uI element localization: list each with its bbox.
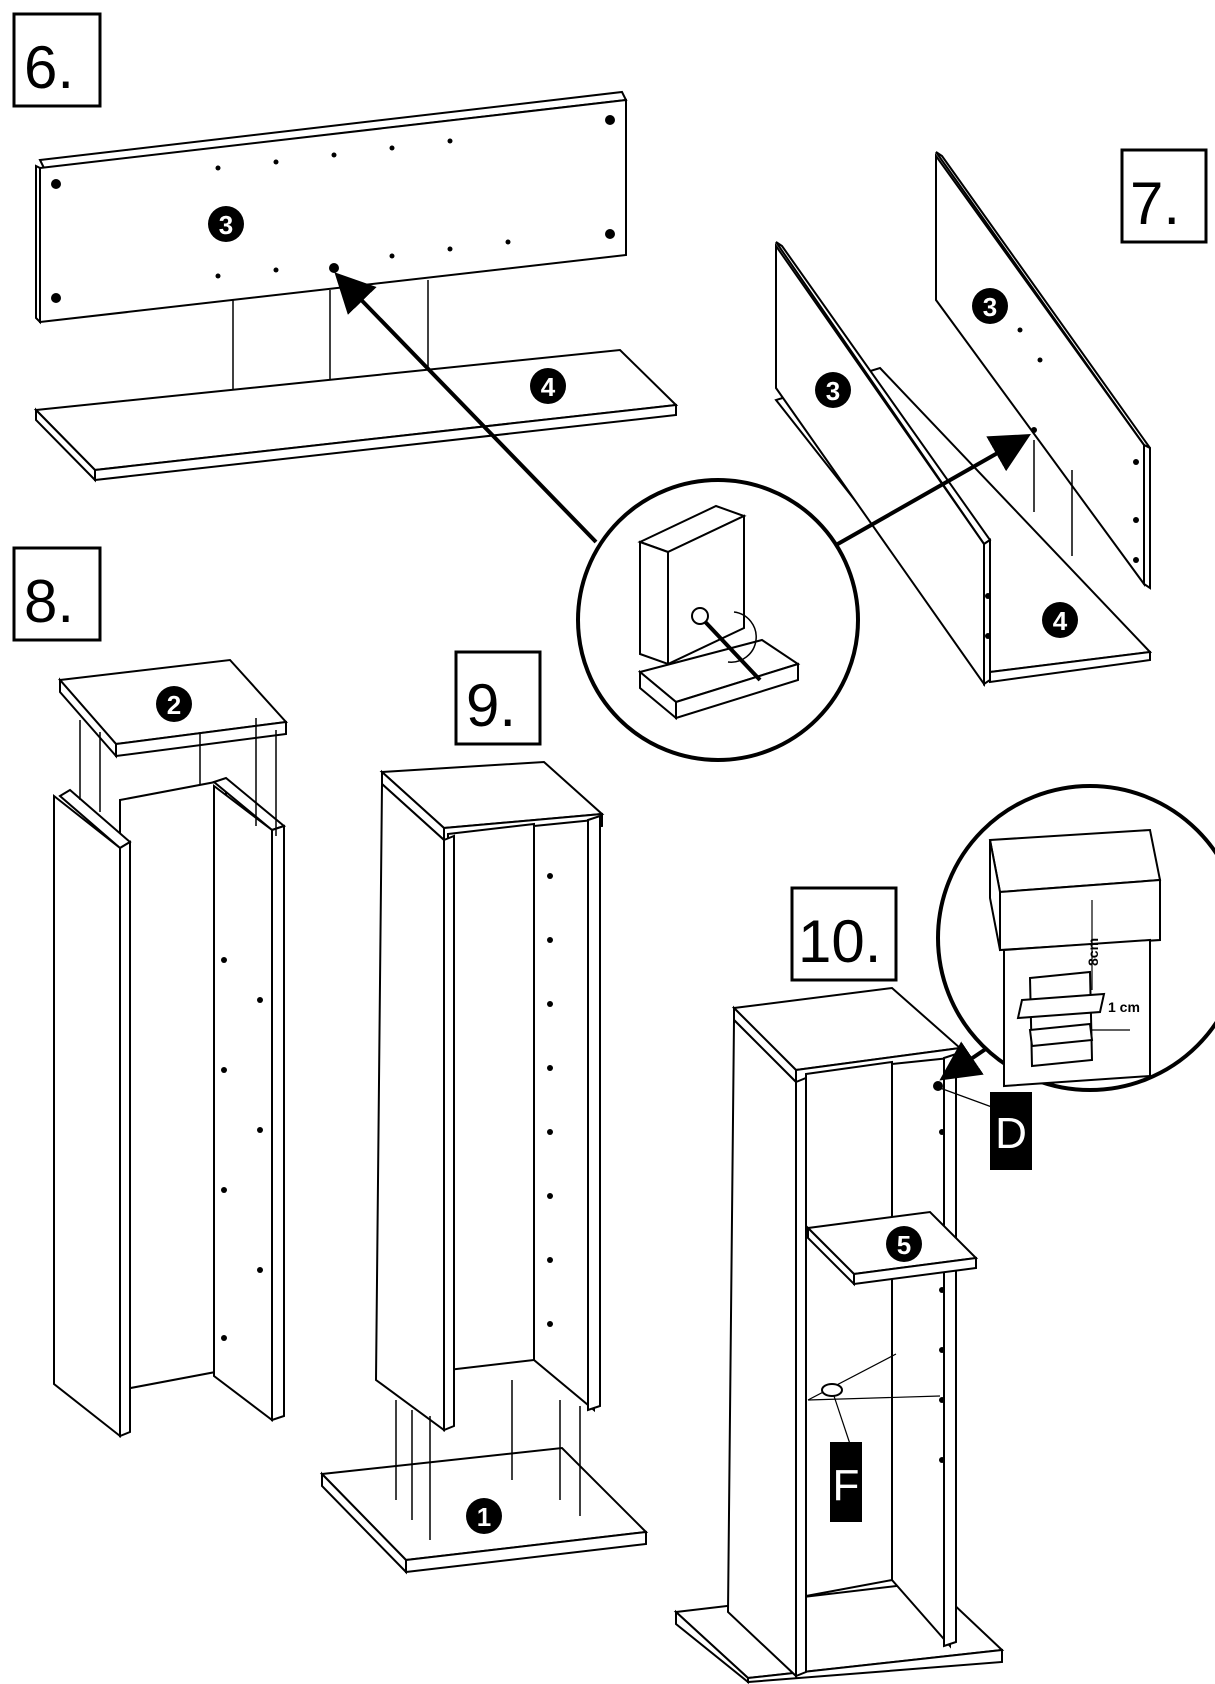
step-8-box — [12, 546, 102, 642]
svg-text:5: 5 — [897, 1230, 911, 1260]
step-8: 8. — [12, 546, 289, 1439]
step-6-label: 6. — [24, 34, 74, 101]
step-9-box — [454, 650, 542, 746]
dim-horizontal: 1 cm — [1108, 999, 1140, 1015]
part-3-badge: 3 — [815, 372, 851, 408]
svg-text:3: 3 — [826, 376, 840, 406]
step-6: 6. 3 — [12, 12, 679, 544]
svg-text:4: 4 — [1053, 606, 1068, 636]
svg-text:F: F — [833, 1461, 860, 1510]
step-9-label: 9. — [466, 672, 516, 739]
dim-vertical: 8cm — [1085, 938, 1101, 966]
step-10: 10. — [673, 886, 1032, 1684]
part-4-badge: 4 — [1042, 602, 1078, 638]
svg-text:3: 3 — [219, 210, 233, 240]
shelf-support-detail: 8cm 1 cm — [936, 784, 1215, 1092]
svg-text:4: 4 — [541, 372, 556, 402]
step-7-box — [1120, 148, 1208, 244]
step-6-pointer-arrow — [334, 272, 598, 544]
svg-text:2: 2 — [167, 690, 181, 720]
part-1-badge: 1 — [466, 1498, 502, 1534]
part-3-badge: 3 — [208, 206, 244, 242]
fitting-f-label: F — [830, 1442, 862, 1522]
step-6-panel-holes — [51, 115, 615, 303]
step-8-label: 8. — [24, 568, 74, 635]
svg-text:1: 1 — [477, 1502, 491, 1532]
step-10-box — [790, 886, 898, 982]
step-6-back-panel — [35, 90, 628, 325]
part-4-badge: 4 — [530, 368, 566, 404]
svg-text:D: D — [995, 1109, 1027, 1158]
cam-lock-detail — [576, 478, 860, 762]
fitting-d-label: D — [990, 1092, 1032, 1170]
step-7-pointer-arrow — [835, 434, 1031, 547]
step-6-dowel-lines — [232, 280, 429, 390]
step-6-box — [12, 12, 102, 108]
part-2-badge: 2 — [156, 686, 192, 722]
step-9: 9. — [319, 650, 649, 1575]
step-10-label: 10. — [798, 908, 881, 975]
svg-text:3: 3 — [983, 292, 997, 322]
step-7: 7. 3 3 — [774, 148, 1208, 688]
step-6-shelf — [33, 348, 679, 483]
part-5-badge: 5 — [886, 1226, 922, 1262]
part-3-badge: 3 — [972, 288, 1008, 324]
step-7-label: 7. — [1130, 170, 1180, 237]
